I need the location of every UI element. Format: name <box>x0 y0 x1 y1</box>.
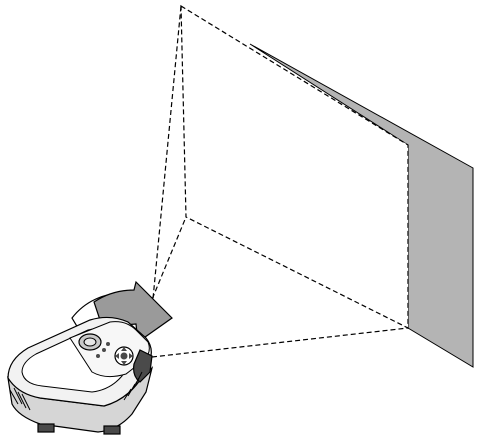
projector-foot-right <box>103 425 121 435</box>
vent-line <box>21 393 31 411</box>
grille-line <box>123 388 132 401</box>
beam-line-mid <box>133 216 187 344</box>
projector-lens <box>83 337 97 347</box>
vent-line <box>9 389 19 405</box>
projector-side-grille <box>123 371 143 401</box>
grille-line <box>127 383 136 397</box>
projector-foot-left <box>37 423 55 433</box>
screen-surface <box>249 43 474 368</box>
vent-line <box>17 391 27 409</box>
projector-icon <box>7 316 154 435</box>
projector-control-dial-center <box>120 352 128 360</box>
projector-vents <box>9 387 31 411</box>
dial-arrow-right-icon <box>129 353 133 359</box>
vent-line <box>13 387 23 405</box>
projector-button <box>96 354 100 358</box>
dial-arrow-up-icon <box>121 347 127 351</box>
projected-image-white <box>181 6 408 328</box>
beam-line-bottom <box>151 327 409 358</box>
beam-line-top <box>149 5 182 331</box>
projector-button <box>106 342 110 346</box>
projector-front <box>133 349 153 383</box>
dial-arrow-down-icon <box>121 361 127 365</box>
projector-button <box>102 348 106 352</box>
dial-arrow-left-icon <box>115 353 119 359</box>
